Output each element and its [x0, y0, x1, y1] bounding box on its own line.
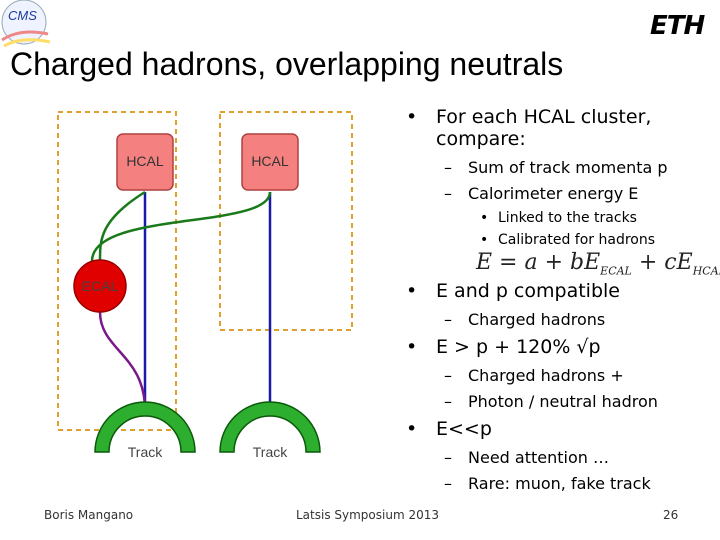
- hcal-right-label: HCAL: [251, 153, 289, 169]
- eth-logo: ETH: [650, 11, 705, 41]
- track-right-label: Track: [253, 444, 288, 460]
- sub-marker-6: –: [444, 448, 452, 467]
- sub-bullet-7: Rare: muon, fake track: [468, 474, 651, 493]
- energy-formula: E = a + bEECAL + cEHCAL: [476, 250, 720, 277]
- bullet-marker-1: •: [406, 106, 418, 128]
- sub-bullet-1: Sum of track momenta p: [468, 158, 668, 177]
- subsub-marker-2: •: [480, 232, 489, 248]
- cms-logo-text: CMS: [8, 8, 37, 23]
- bullet-4: E<<p: [436, 418, 492, 440]
- sub-bullet-3: Charged hadrons: [468, 310, 606, 329]
- track-left-arc: [94, 401, 196, 453]
- link-ecal-track-left: [98, 311, 147, 411]
- sub-marker-7: –: [444, 474, 452, 493]
- sub-marker-2: –: [444, 184, 452, 203]
- bullet-1-line2: compare:: [436, 128, 526, 150]
- subsub-bullet-1: Linked to the tracks: [498, 210, 637, 226]
- hcal-left-box: [116, 133, 174, 191]
- cms-logo: CMS: [0, 0, 52, 52]
- track-right-arc: [219, 401, 321, 453]
- link-ecal-hcal-right: [90, 191, 272, 263]
- sub-bullet-2: Calorimeter energy E: [468, 184, 639, 203]
- bullet-marker-3: •: [406, 336, 418, 358]
- sub-marker-1: –: [444, 158, 452, 177]
- footer-author: Boris Mangano: [44, 508, 134, 522]
- subsub-marker-1: •: [480, 210, 489, 226]
- bullet-3: E > p + 120% √p: [436, 336, 601, 358]
- slide-title: Charged hadrons, overlapping neutrals: [10, 46, 564, 82]
- footer-page-number: 26: [663, 508, 679, 522]
- track-left-label: Track: [128, 444, 163, 460]
- sub-bullet-5: Photon / neutral hadron: [468, 392, 658, 411]
- sub-marker-4: –: [444, 366, 452, 385]
- right-cluster-box: [219, 111, 353, 331]
- subsub-bullet-2: Calibrated for hadrons: [498, 232, 656, 248]
- sub-marker-3: –: [444, 310, 452, 329]
- footer-event: Latsis Symposium 2013: [296, 508, 439, 522]
- hcal-left-label: HCAL: [126, 153, 164, 169]
- hcal-right-box: [241, 133, 299, 191]
- ecal-label: ECAL: [82, 278, 119, 294]
- sub-bullet-4: Charged hadrons +: [468, 366, 624, 385]
- sub-bullet-6: Need attention …: [468, 448, 609, 467]
- bullet-1-line1: For each HCAL cluster,: [436, 106, 652, 128]
- bullet-2: E and p compatible: [436, 280, 620, 302]
- ecal-circle: [73, 259, 127, 313]
- bullet-marker-4: •: [406, 418, 418, 440]
- particle-flow-diagram: HCAL HCAL ECAL Track Track: [57, 111, 353, 460]
- sub-marker-5: –: [444, 392, 452, 411]
- link-ecal-hcal-left: [98, 190, 146, 261]
- bullet-marker-2: •: [406, 280, 418, 302]
- energy-formula-text: E = a + bEECAL + cEHCAL: [476, 250, 720, 278]
